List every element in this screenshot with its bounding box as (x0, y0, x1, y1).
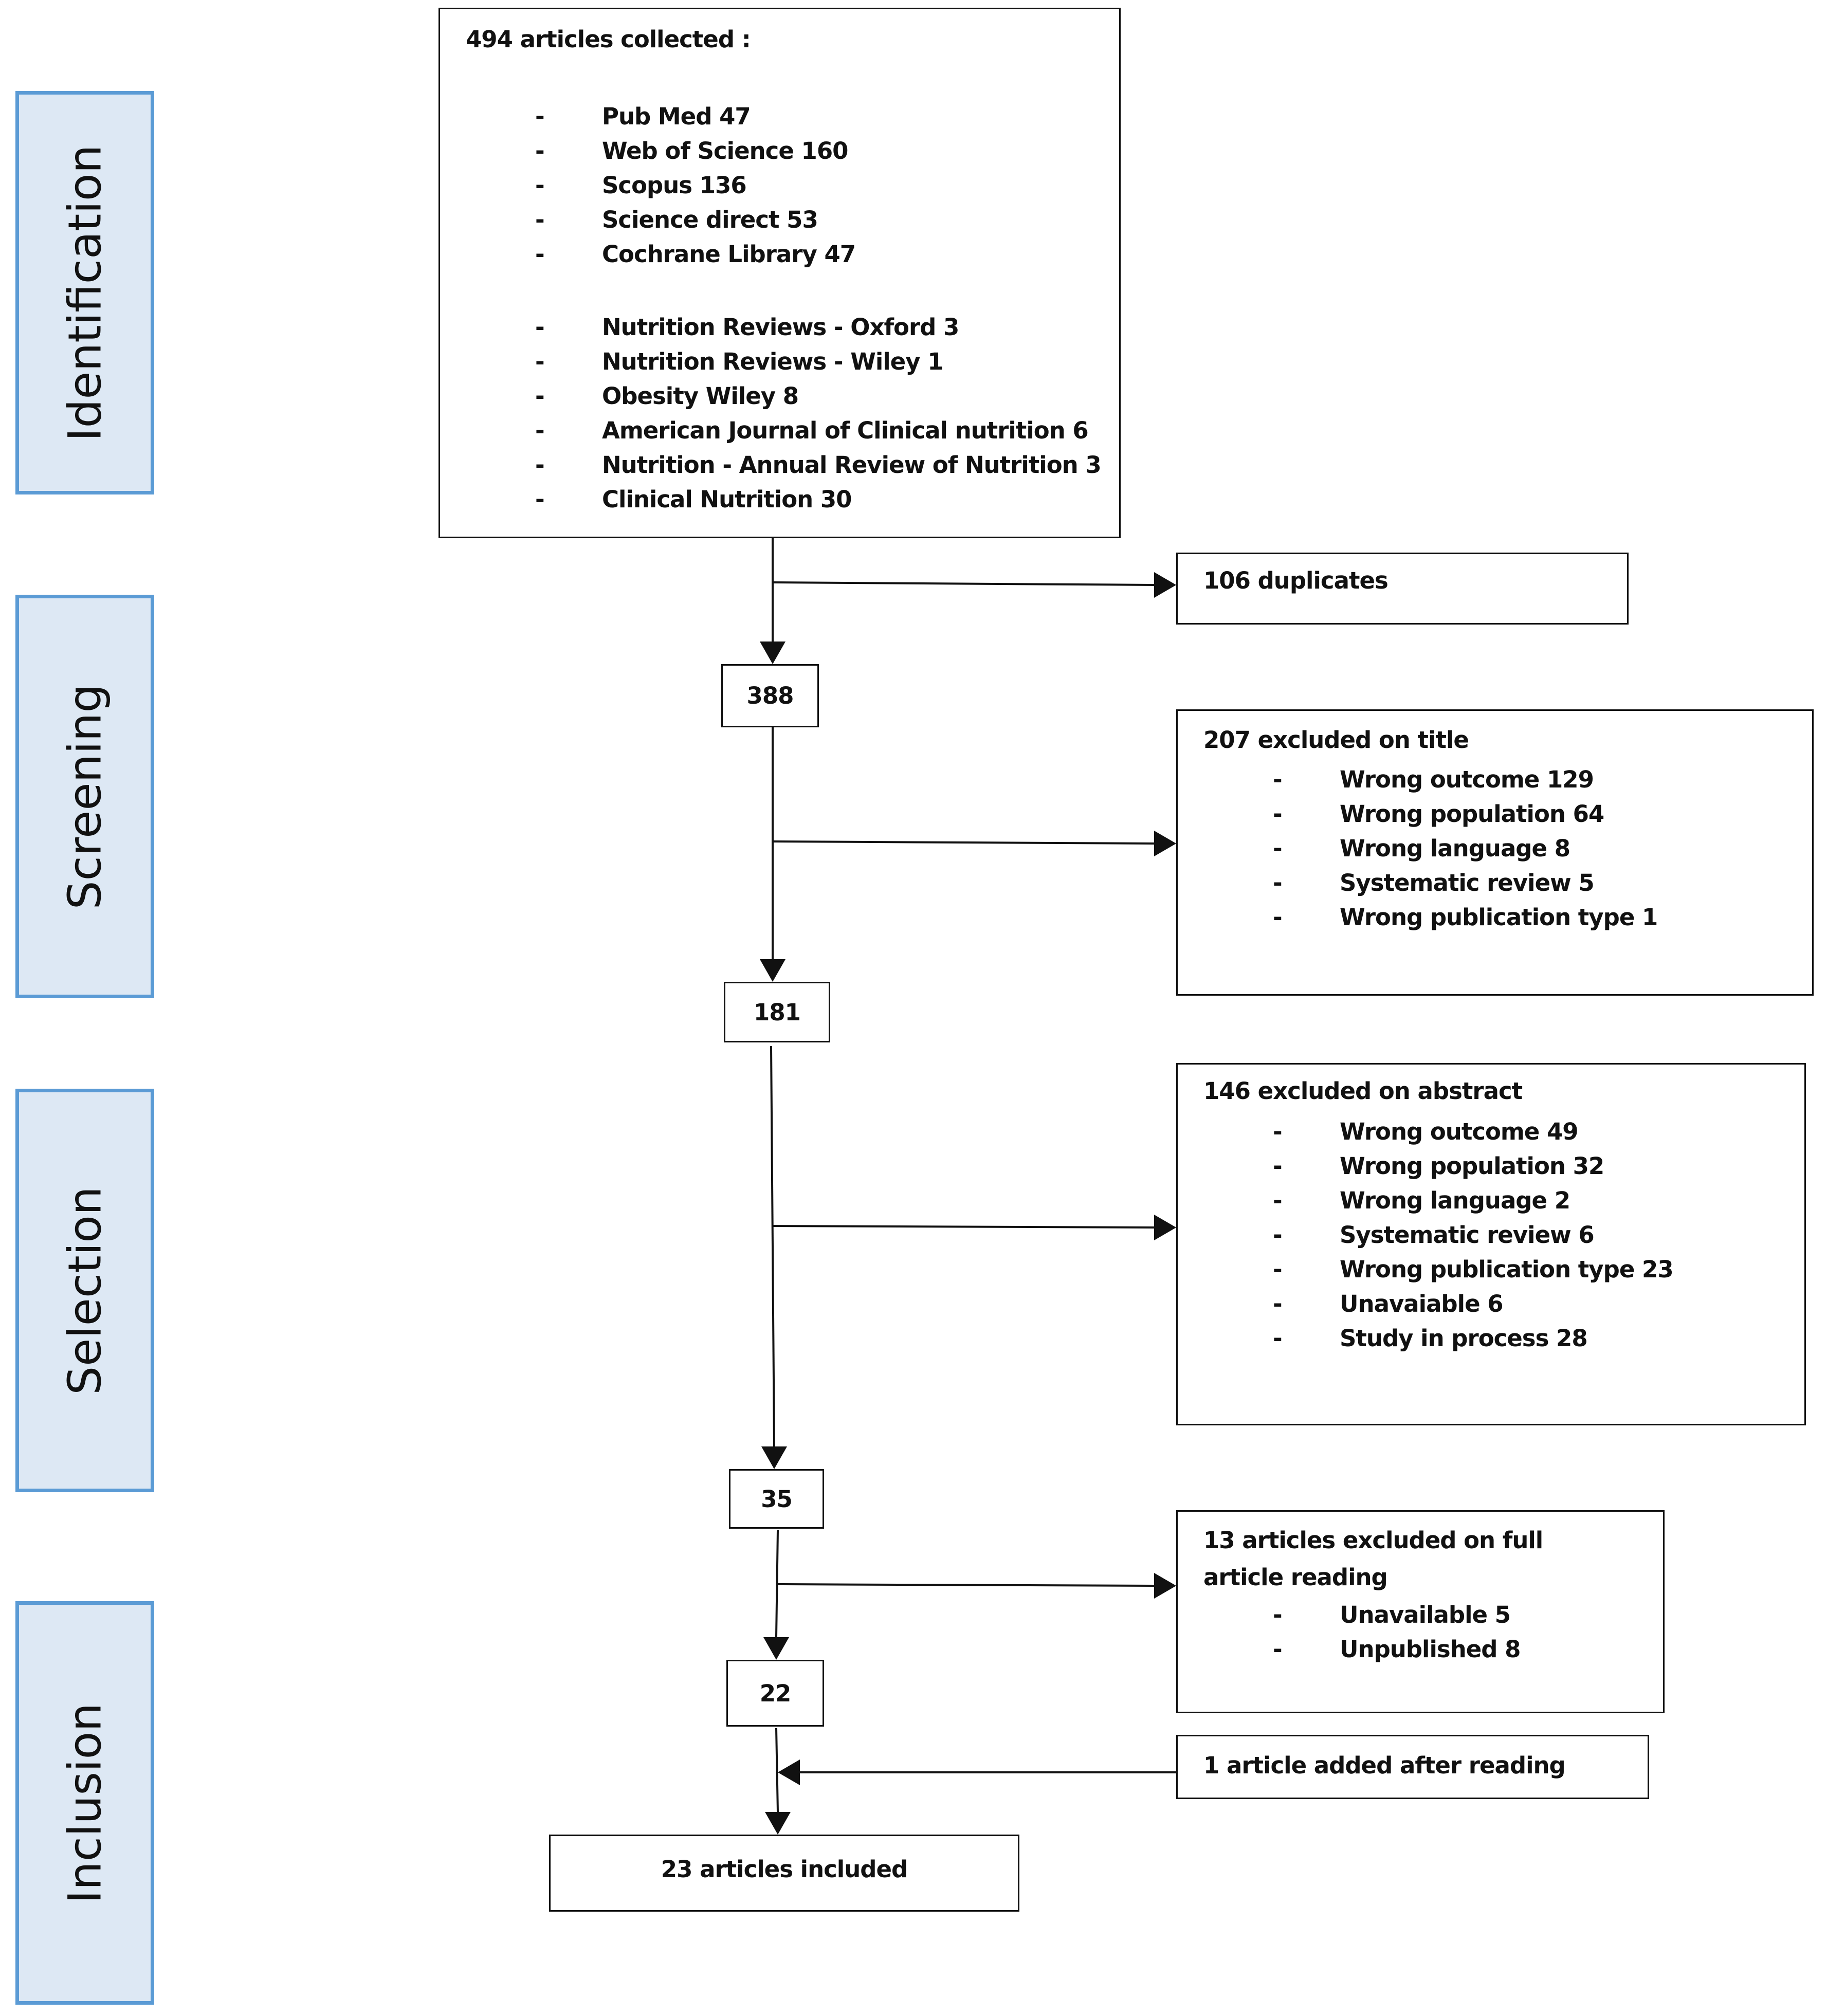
fulltext-exclusion-heading: 13 articles excluded on full article rea… (1203, 1527, 1543, 1591)
stage-screening: Screening (15, 595, 154, 998)
list-item: -Pub Med 47 (535, 103, 751, 130)
arrow-35-to-22 (775, 1530, 779, 1638)
list-item: -Obesity Wiley 8 (535, 382, 799, 410)
arrow-to-fulltext-exclusion (777, 1583, 1155, 1587)
list-item: -Wrong publication type 23 (1273, 1256, 1674, 1283)
abstract-exclusion-heading: 146 excluded on abstract (1203, 1077, 1523, 1105)
list-item: -Scopus 136 (535, 172, 747, 199)
abstract-exclusion-box: 146 excluded on abstract -Wrong outcome … (1176, 1063, 1806, 1425)
stage-identification-label: Identification (58, 144, 112, 441)
arrowhead-added (778, 1760, 800, 1785)
list-item: -Wrong population 64 (1273, 800, 1604, 828)
list-item: -Nutrition Reviews - Oxford 3 (535, 314, 959, 341)
count-22-box: 22 (726, 1660, 824, 1727)
list-item: -Wrong language 2 (1273, 1187, 1570, 1214)
arrow-181-to-35 (770, 1046, 775, 1447)
list-item: -Wrong population 32 (1273, 1152, 1604, 1180)
list-item: -Study in process 28 (1273, 1325, 1588, 1352)
collected-title: 494 articles collected : (466, 26, 751, 53)
list-item: -Unpublished 8 (1273, 1636, 1521, 1663)
duplicates-label: 106 duplicates (1203, 567, 1388, 594)
list-item: -Systematic review 6 (1273, 1221, 1595, 1249)
collected-sources-list: -Pub Med 47 -Web of Science 160 -Scopus … (535, 99, 856, 271)
arrow-to-title-exclusion (772, 840, 1155, 845)
list-item: -American Journal of Clinical nutrition … (535, 417, 1089, 444)
count-22: 22 (759, 1679, 792, 1707)
count-388-box: 388 (721, 664, 819, 727)
stage-screening-label: Screening (58, 684, 112, 909)
arrow-to-duplicates (772, 581, 1155, 586)
arrowhead-35 (761, 1446, 787, 1469)
list-item: -Nutrition Reviews - Wiley 1 (535, 348, 944, 375)
list-item: -Nutrition - Annual Review of Nutrition … (535, 451, 1102, 479)
list-item: -Unavaiable 6 (1273, 1290, 1504, 1317)
added-article-label: 1 article added after reading (1203, 1752, 1566, 1779)
stage-inclusion-label: Inclusion (58, 1702, 112, 1903)
arrowhead-181 (760, 959, 785, 982)
list-item: -Wrong publication type 1 (1273, 904, 1658, 931)
added-article-box: 1 article added after reading (1176, 1735, 1649, 1799)
fulltext-exclusion-box: 13 articles excluded on full article rea… (1176, 1510, 1665, 1713)
list-item: -Systematic review 5 (1273, 869, 1595, 896)
list-item: -Wrong language 8 (1273, 835, 1570, 862)
arrowhead-abstract-exclusion (1154, 1215, 1176, 1240)
arrowhead-fulltext-exclusion (1154, 1573, 1176, 1599)
list-item: -Cochrane Library 47 (535, 241, 856, 268)
collected-journals-list: -Nutrition Reviews - Oxford 3 -Nutrition… (535, 310, 1102, 517)
count-35-box: 35 (729, 1469, 824, 1529)
count-181: 181 (754, 998, 801, 1026)
stage-identification: Identification (15, 91, 154, 494)
arrow-to-abstract-exclusion (772, 1225, 1155, 1229)
arrowhead-title-exclusion (1154, 831, 1176, 856)
list-item: -Wrong outcome 129 (1273, 766, 1594, 793)
arrowhead-included (765, 1812, 791, 1835)
collected-box: 494 articles collected : -Pub Med 47 -We… (439, 8, 1121, 538)
arrow-22-to-included (775, 1728, 779, 1812)
stage-selection-label: Selection (58, 1186, 112, 1395)
arrowhead-22 (763, 1637, 789, 1660)
title-exclusion-heading: 207 excluded on title (1203, 726, 1469, 754)
list-item: -Clinical Nutrition 30 (535, 486, 852, 513)
stage-selection: Selection (15, 1089, 154, 1492)
stage-inclusion: Inclusion (15, 1601, 154, 2005)
list-item: -Web of Science 160 (535, 137, 848, 164)
abstract-exclusion-reasons: -Wrong outcome 49 -Wrong population 32 -… (1273, 1114, 1674, 1355)
duplicates-box: 106 duplicates (1176, 553, 1629, 625)
title-exclusion-box: 207 excluded on title -Wrong outcome 129… (1176, 709, 1814, 996)
included-box: 23 articles included (549, 1835, 1019, 1912)
arrowhead-388 (760, 642, 785, 664)
included-label: 23 articles included (661, 1855, 908, 1883)
count-388: 388 (746, 682, 794, 709)
list-item: -Science direct 53 (535, 206, 818, 233)
title-exclusion-reasons: -Wrong outcome 129 -Wrong population 64 … (1273, 762, 1658, 934)
count-181-box: 181 (724, 982, 830, 1042)
fulltext-exclusion-reasons: -Unavailable 5 -Unpublished 8 (1273, 1598, 1521, 1666)
list-item: -Wrong outcome 49 (1273, 1118, 1579, 1145)
list-item: -Unavailable 5 (1273, 1601, 1511, 1628)
arrowhead-duplicates (1154, 572, 1176, 598)
count-35: 35 (761, 1485, 793, 1513)
